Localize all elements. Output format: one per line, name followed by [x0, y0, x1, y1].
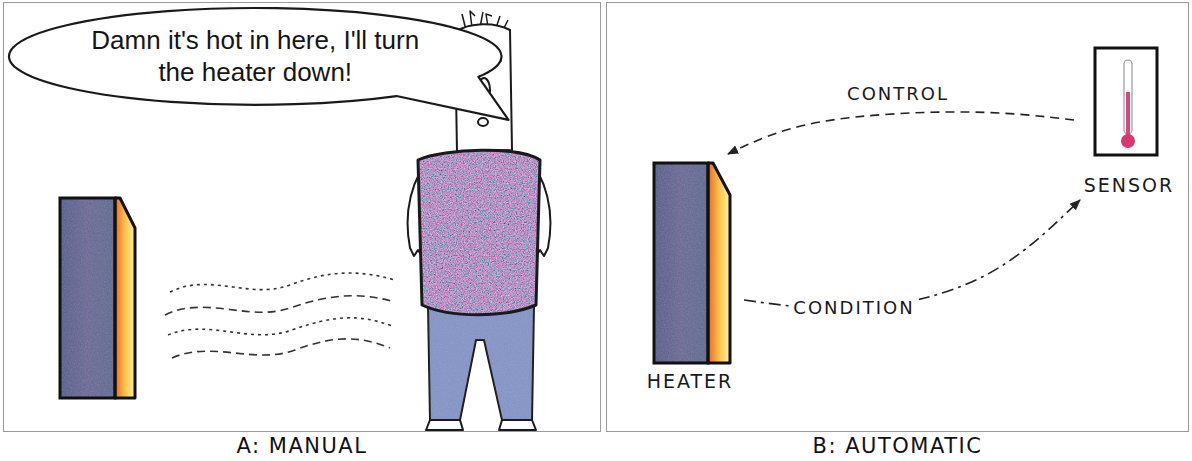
- illustration-part: [654, 163, 708, 363]
- illustration-part: [426, 420, 463, 430]
- illustration-part: [708, 163, 730, 363]
- illustration-part: [60, 198, 115, 398]
- edge-label-slot: CONTROL: [843, 83, 953, 105]
- panel: B: AUTOMATIC HEATER SENSOR: [606, 2, 1189, 458]
- edge-label-slot: CONDITION: [789, 297, 918, 319]
- panel-frame: [606, 2, 1189, 432]
- illustration-part: [60, 198, 115, 398]
- connector-label: CONDITION: [789, 297, 918, 319]
- illustration-part: [60, 198, 115, 398]
- illustration-part: [170, 273, 395, 292]
- illustration-part: [654, 163, 708, 363]
- illustration-part: [165, 296, 395, 315]
- illustration-part: [478, 118, 488, 126]
- illustration-part: [418, 150, 540, 315]
- illustration-part: [418, 150, 540, 315]
- sensor-illustration: [1095, 48, 1157, 155]
- illustration-part: [115, 198, 135, 398]
- speech-bubble: Damn it's hot in here, I'll turn the hea…: [6, 5, 505, 108]
- illustration-part: [428, 305, 534, 420]
- sensor-node: SENSOR: [1076, 44, 1182, 196]
- panel: A: MANUAL Damn it's hot in here, I'll tur…: [3, 2, 601, 458]
- illustration-part: [708, 163, 730, 363]
- heat-waves: [165, 273, 395, 358]
- connector-label: CONTROL: [843, 83, 953, 105]
- connector-arrow: [728, 112, 1074, 154]
- connector-arrow: [744, 200, 1080, 309]
- illustration-part: [1126, 92, 1130, 138]
- illustration-part: [115, 198, 135, 398]
- heater-node: HEATER: [638, 158, 742, 392]
- illustration-part: [1121, 134, 1135, 148]
- bubble-shape: [9, 8, 509, 120]
- illustration-part: [172, 339, 390, 358]
- panel-caption: A: MANUAL: [3, 434, 601, 458]
- illustration-part: [428, 305, 534, 420]
- heater-illustration: [654, 163, 730, 363]
- illustration-part: [168, 318, 392, 335]
- illustration-part: [1095, 48, 1157, 155]
- bubble-outline: [6, 5, 505, 108]
- panel-caption: B: AUTOMATIC: [606, 434, 1189, 458]
- part-label: SENSOR: [1084, 174, 1175, 196]
- illustration-part: [654, 163, 708, 363]
- part-label: HEATER: [647, 370, 734, 392]
- illustration-part: [499, 420, 536, 430]
- heater-illustration: [60, 198, 135, 398]
- speech-text: Damn it's hot in here, I'll turn the hea…: [90, 24, 420, 88]
